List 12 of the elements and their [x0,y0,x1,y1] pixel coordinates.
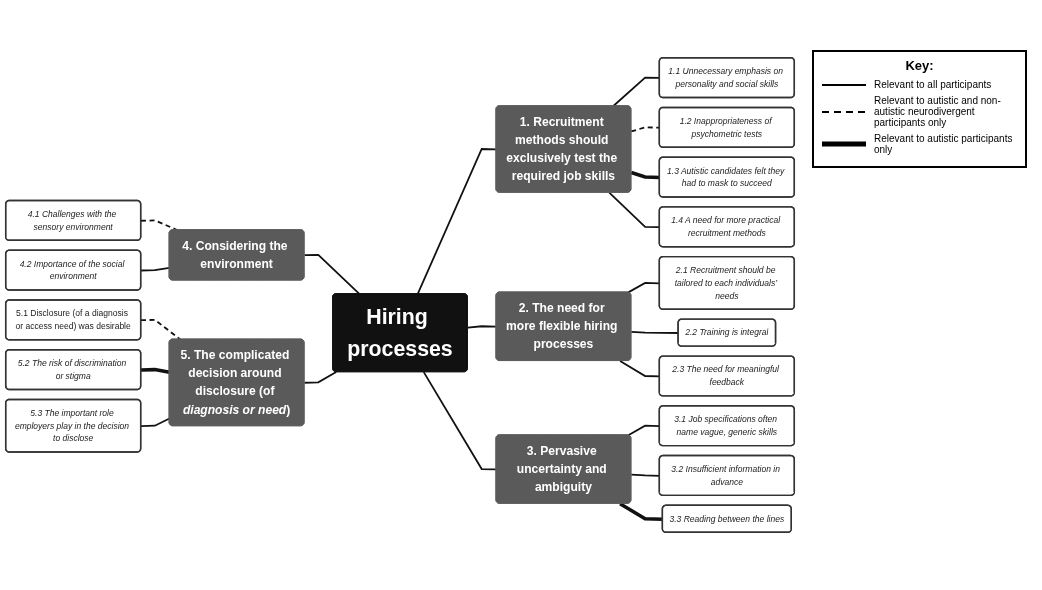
connector [140,266,171,272]
connector [630,170,660,180]
legend-text: Relevant to autistic and non-autistic neurodivergent participants only [874,95,1002,128]
legend-text: Relevant to all participants [874,79,992,90]
legend-title: Key: [904,58,935,73]
legend-text: Relevant to autistic participants only [874,133,1014,155]
connector [303,253,361,295]
connector [303,371,338,384]
connector [141,367,170,374]
connector [140,417,171,427]
connector [619,502,663,521]
connector [140,318,182,341]
